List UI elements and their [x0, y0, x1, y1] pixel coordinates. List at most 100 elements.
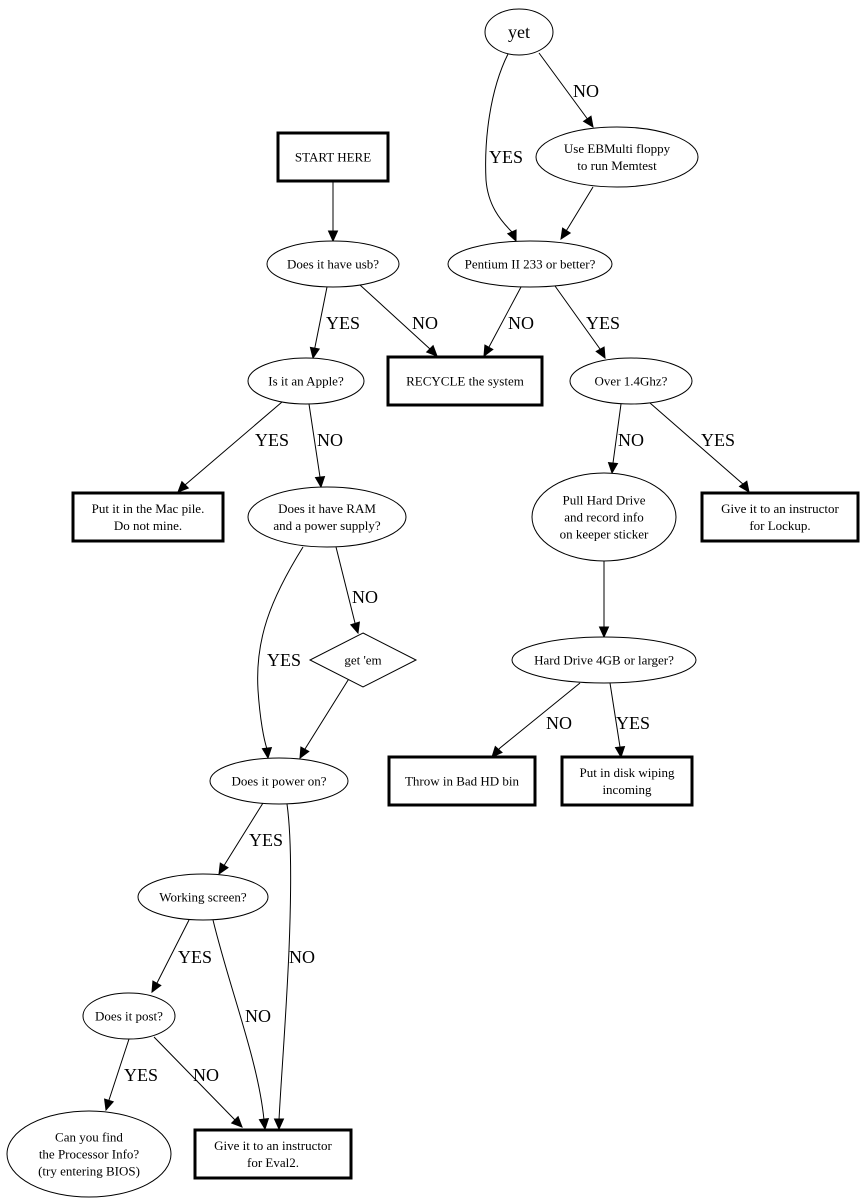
node-apple: Is it an Apple?	[247, 357, 365, 405]
arrowhead-icon	[299, 746, 310, 760]
edge-label-yes: YES	[701, 430, 735, 450]
arrowhead-icon	[598, 626, 610, 639]
node-label: Does it have usb?	[287, 257, 379, 272]
edge-powers-to-eval2: NO	[273, 803, 315, 1131]
arrowhead-icon	[614, 746, 626, 759]
arrowhead-icon	[177, 480, 190, 493]
edge-label-yes: YES	[267, 650, 301, 670]
node-hd4gb: Hard Drive 4GB or larger?	[511, 636, 697, 684]
node-label: Put it in the Mac pile.	[92, 501, 205, 516]
node-label: Does it post?	[95, 1009, 163, 1024]
arrowhead-icon	[230, 1115, 243, 1128]
edge-powers-to-screen: YES	[218, 802, 283, 876]
edge-label-no: NO	[508, 313, 534, 333]
node-label: to run Memtest	[577, 158, 657, 173]
decision-ellipse	[569, 357, 693, 405]
edge-line	[485, 53, 517, 242]
edge-label-no: NO	[193, 1065, 219, 1085]
node-label: the Processor Info?	[39, 1147, 140, 1162]
edge-label-yes: YES	[326, 313, 360, 333]
edge-memtest-to-pentium	[560, 186, 594, 241]
arrowhead-icon	[261, 747, 273, 760]
edge-post-to-eval2: NO	[153, 1036, 243, 1128]
node-usb: Does it have usb?	[266, 240, 400, 288]
node-powers: Does it power on?	[209, 757, 349, 805]
edge-hd4gb-to-badhd: NO	[491, 682, 581, 758]
node-label: Hard Drive 4GB or larger?	[534, 653, 674, 668]
arrowhead-icon	[560, 227, 572, 241]
edge-line	[278, 803, 292, 1129]
arrowhead-icon	[582, 115, 594, 128]
node-macpile: Put it in the Mac pile. Do not mine.	[71, 491, 225, 543]
node-label: Does it have RAM	[278, 501, 376, 516]
edge-pentium-to-over14: YES	[554, 285, 620, 360]
node-pullhd: Pull Hard Drive and record info on keeper …	[531, 472, 677, 562]
action-box	[700, 491, 860, 543]
edge-label-yes: YES	[616, 713, 650, 733]
node-label: Do not mine.	[114, 518, 182, 533]
node-label: on keeper sticker	[560, 527, 649, 542]
edge-label-no: NO	[352, 587, 378, 607]
node-label: Is it an Apple?	[268, 374, 344, 389]
edge-pullhd-to-hd4gb	[598, 561, 610, 639]
edge-line	[299, 676, 351, 759]
edge-ram-to-getem: NO	[335, 546, 378, 635]
node-label: RECYCLE the system	[406, 374, 524, 389]
edge-yet-to-pentium: YES	[485, 53, 523, 243]
arrowhead-icon	[258, 1118, 270, 1131]
edge-ram-to-powers: YES	[257, 546, 304, 760]
arrowhead-icon	[314, 476, 326, 489]
node-label: Put in disk wiping	[580, 765, 675, 780]
edge-over14-to-pullhd: NO	[607, 403, 644, 475]
node-yet: yet	[484, 8, 554, 56]
action-box	[276, 131, 390, 183]
arrowhead-icon	[273, 1118, 285, 1131]
edge-screen-to-post: YES	[151, 919, 212, 994]
decision-ellipse	[137, 873, 269, 921]
edge-pentium-to-recycle: NO	[483, 286, 534, 358]
node-label: Pentium II 233 or better?	[465, 257, 596, 272]
edge-getem-to-powers	[299, 676, 351, 760]
arrowhead-icon	[151, 980, 162, 994]
node-label: and record info	[564, 510, 643, 525]
edge-line	[212, 919, 266, 1130]
edge-label-yes: YES	[255, 430, 289, 450]
decision-ellipse	[266, 240, 400, 288]
edge-apple-to-macpile: YES	[177, 401, 289, 493]
decision-ellipse	[247, 357, 365, 405]
node-post: Does it post?	[82, 992, 176, 1040]
decision-ellipse	[484, 8, 554, 56]
node-label: yet	[508, 22, 530, 42]
arrowhead-icon	[738, 480, 750, 493]
node-label: START HERE	[295, 150, 371, 165]
edge-usb-to-apple: YES	[309, 286, 360, 360]
node-over14: Over 1.4Ghz?	[569, 357, 693, 405]
node-badhd: Throw in Bad HD bin	[387, 755, 537, 807]
edge-label-yes: YES	[586, 313, 620, 333]
edge-yet-to-memtest: NO	[538, 52, 599, 128]
edge-label-no: NO	[245, 1006, 271, 1026]
edge-post-to-procinfo: YES	[104, 1038, 158, 1112]
decision-ellipse	[6, 1110, 172, 1198]
edge-usb-to-recycle: NO	[359, 284, 438, 357]
decision-ellipse	[511, 636, 697, 684]
node-label: Does it power on?	[232, 774, 327, 789]
arrowhead-icon	[425, 344, 438, 357]
arrowhead-icon	[104, 1098, 115, 1112]
edge-apple-to-ram: NO	[308, 403, 343, 489]
node-label: Pull Hard Drive	[562, 493, 645, 508]
arrowhead-icon	[506, 229, 517, 243]
arrowhead-icon	[595, 346, 606, 360]
action-box	[71, 491, 225, 543]
arrowhead-icon	[327, 230, 339, 243]
arrowhead-icon	[309, 346, 321, 360]
action-box	[560, 755, 694, 807]
edge-line	[257, 546, 304, 759]
edge-label-yes: YES	[178, 947, 212, 967]
